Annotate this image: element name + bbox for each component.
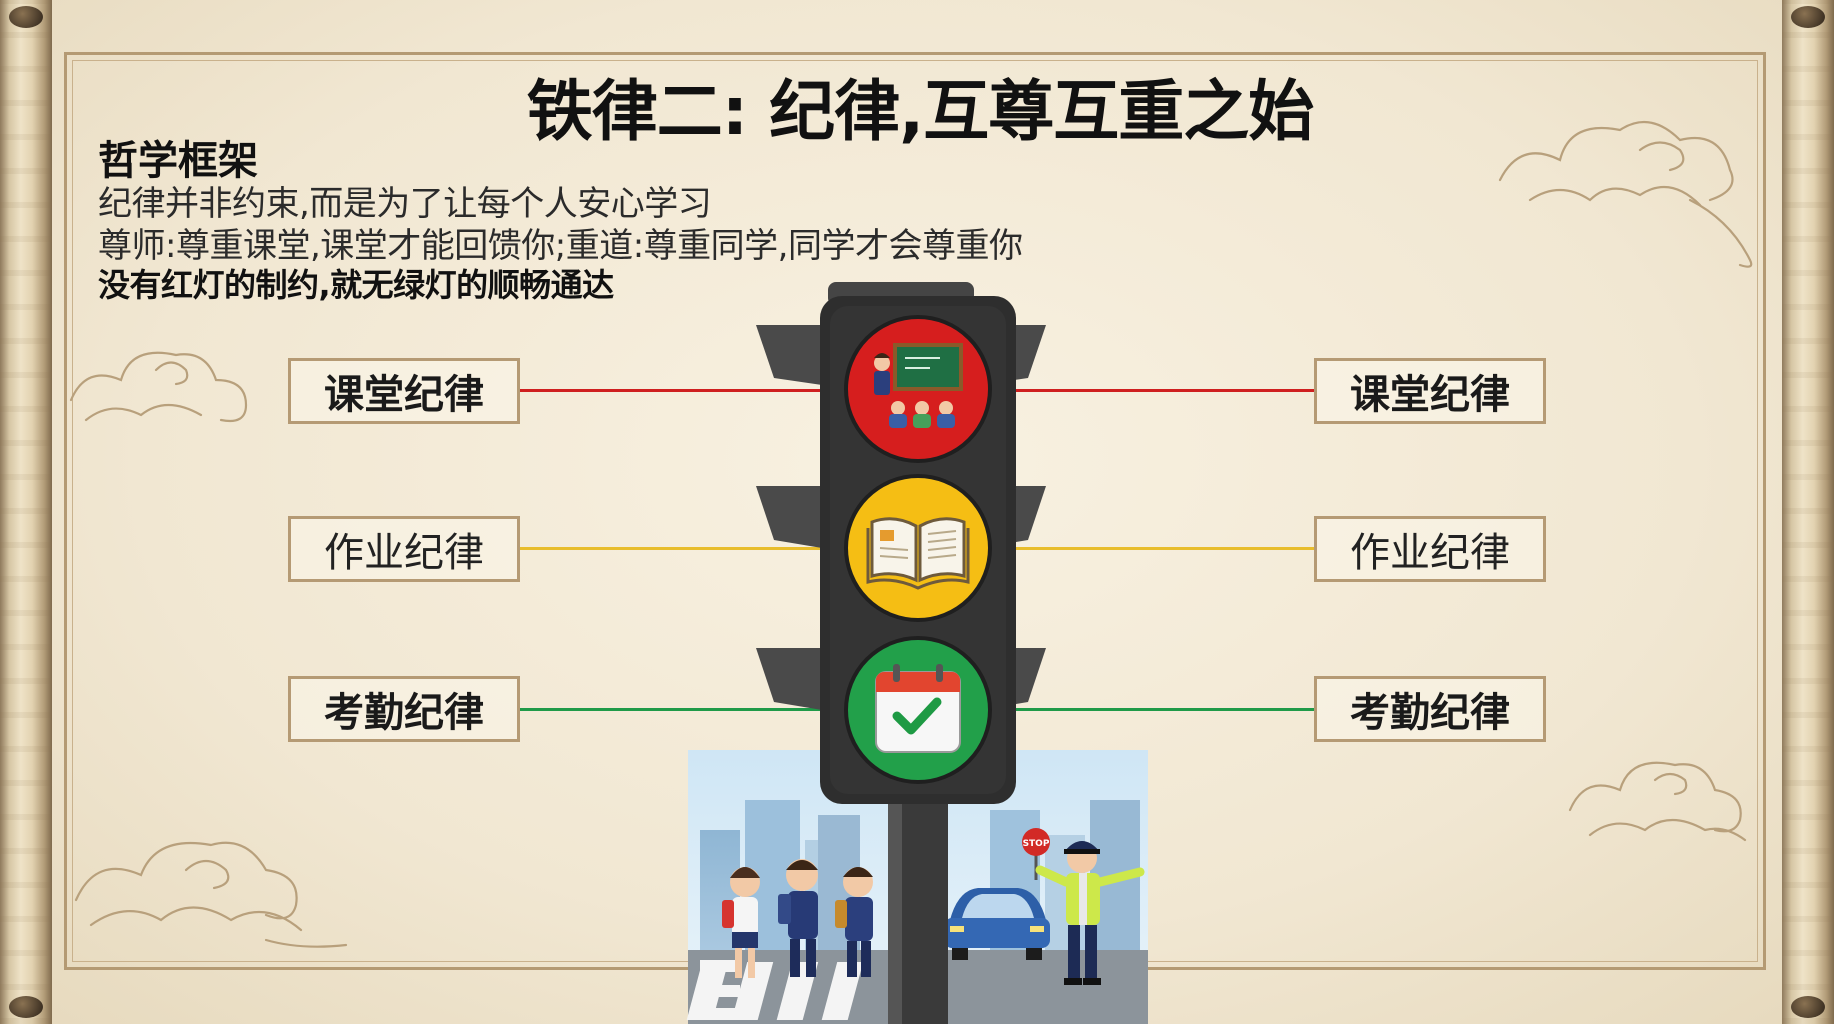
car-icon — [944, 888, 1050, 960]
scroll-roller-right — [1782, 0, 1834, 1024]
slide-title: 铁律二: 纪律,互尊互重之始 — [526, 73, 1314, 150]
scroll-roller-left — [0, 0, 52, 1024]
connector-green-left — [520, 708, 850, 711]
red-light — [844, 315, 992, 463]
connector-red-right — [990, 389, 1314, 392]
roller-cap-top-left — [9, 6, 43, 28]
label-left-attendance-discipline: 考勤纪律 — [288, 676, 520, 742]
students-crossing-icon — [722, 859, 873, 978]
roller-cap-bottom-right — [1791, 996, 1825, 1018]
classroom-icon — [874, 343, 963, 428]
cloud-mid-left-icon — [69, 351, 248, 423]
label-left-classroom-discipline: 课堂纪律 — [288, 358, 520, 424]
framework-heading: 哲学框架 — [98, 138, 258, 184]
label-right-attendance-discipline: 考勤纪律 — [1314, 676, 1546, 742]
roller-cap-bottom-left — [9, 996, 43, 1018]
connector-green-right — [990, 708, 1314, 711]
traffic-police-icon: STOP — [1022, 828, 1145, 985]
roller-cap-top-right — [1791, 6, 1825, 28]
calendar-check-icon — [875, 664, 961, 753]
framework-line-3: 没有红灯的制约,就无绿灯的顺畅通达 — [98, 266, 614, 304]
yellow-light — [844, 474, 992, 622]
label-left-homework-discipline: 作业纪律 — [288, 516, 520, 582]
label-right-homework-discipline: 作业纪律 — [1314, 516, 1546, 582]
cloud-top-right-icon — [1498, 120, 1753, 268]
cloud-bottom-left-icon — [74, 841, 348, 948]
framework-line-2: 尊师:尊重课堂,课堂才能回馈你;重道:尊重同学,同学才会尊重你 — [98, 226, 1023, 266]
connector-yellow-left — [520, 547, 850, 550]
green-light — [844, 636, 992, 784]
stop-sign-text: STOP — [1023, 839, 1050, 849]
label-right-classroom-discipline: 课堂纪律 — [1314, 358, 1546, 424]
connector-red-left — [520, 389, 850, 392]
open-book-icon — [866, 517, 970, 590]
framework-line-1: 纪律并非约束,而是为了让每个人安心学习 — [98, 184, 712, 224]
cloud-bottom-right-icon — [1568, 761, 1747, 842]
connector-yellow-right — [990, 547, 1314, 550]
